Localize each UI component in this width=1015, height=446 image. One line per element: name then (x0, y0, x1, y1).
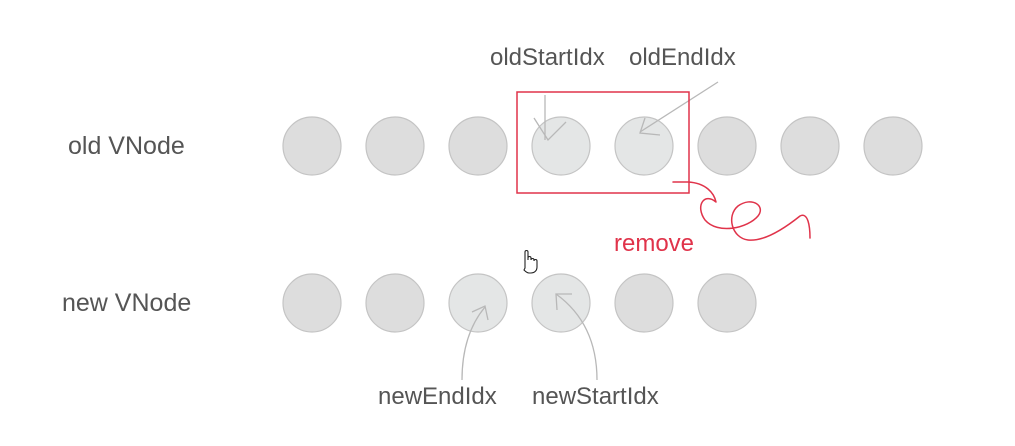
new-vnode-label: new VNode (62, 289, 191, 317)
old-vnode-label: old VNode (68, 132, 185, 160)
old-end-pointer-arrowhead (639, 117, 661, 136)
old-vnode-3 (448, 116, 508, 176)
old-vnode-7 (780, 116, 840, 176)
old-vnode-8 (863, 116, 923, 176)
new-end-idx-label: newEndIdx (378, 383, 497, 410)
new-vnode-row (282, 273, 757, 333)
hand-cursor-icon (523, 249, 538, 274)
old-vnode-1 (282, 116, 342, 176)
old-vnode-5 (614, 116, 674, 176)
old-end-idx-label: oldEndIdx (629, 44, 736, 71)
old-vnode-4 (531, 116, 591, 176)
new-end-pointer-line (461, 306, 486, 381)
new-vnode-6 (697, 273, 757, 333)
new-start-pointer-line (555, 293, 598, 381)
removal-selection-box (516, 91, 690, 194)
new-vnode-1 (282, 273, 342, 333)
new-start-idx-label: newStartIdx (532, 383, 659, 410)
old-vnode-6 (697, 116, 757, 176)
new-start-pointer-arrowhead (555, 293, 572, 311)
new-vnode-2 (365, 273, 425, 333)
old-start-idx-label: oldStartIdx (490, 44, 605, 71)
remove-annotation: remove (614, 230, 694, 257)
old-start-pointer-arrowhead (533, 117, 567, 142)
new-vnode-3 (448, 273, 508, 333)
new-vnode-4 (531, 273, 591, 333)
new-vnode-5 (614, 273, 674, 333)
old-vnode-2 (365, 116, 425, 176)
new-end-pointer-arrowhead (471, 305, 489, 321)
removal-scribble (672, 181, 811, 241)
old-end-pointer-line (639, 81, 719, 133)
old-vnode-row (282, 116, 923, 176)
